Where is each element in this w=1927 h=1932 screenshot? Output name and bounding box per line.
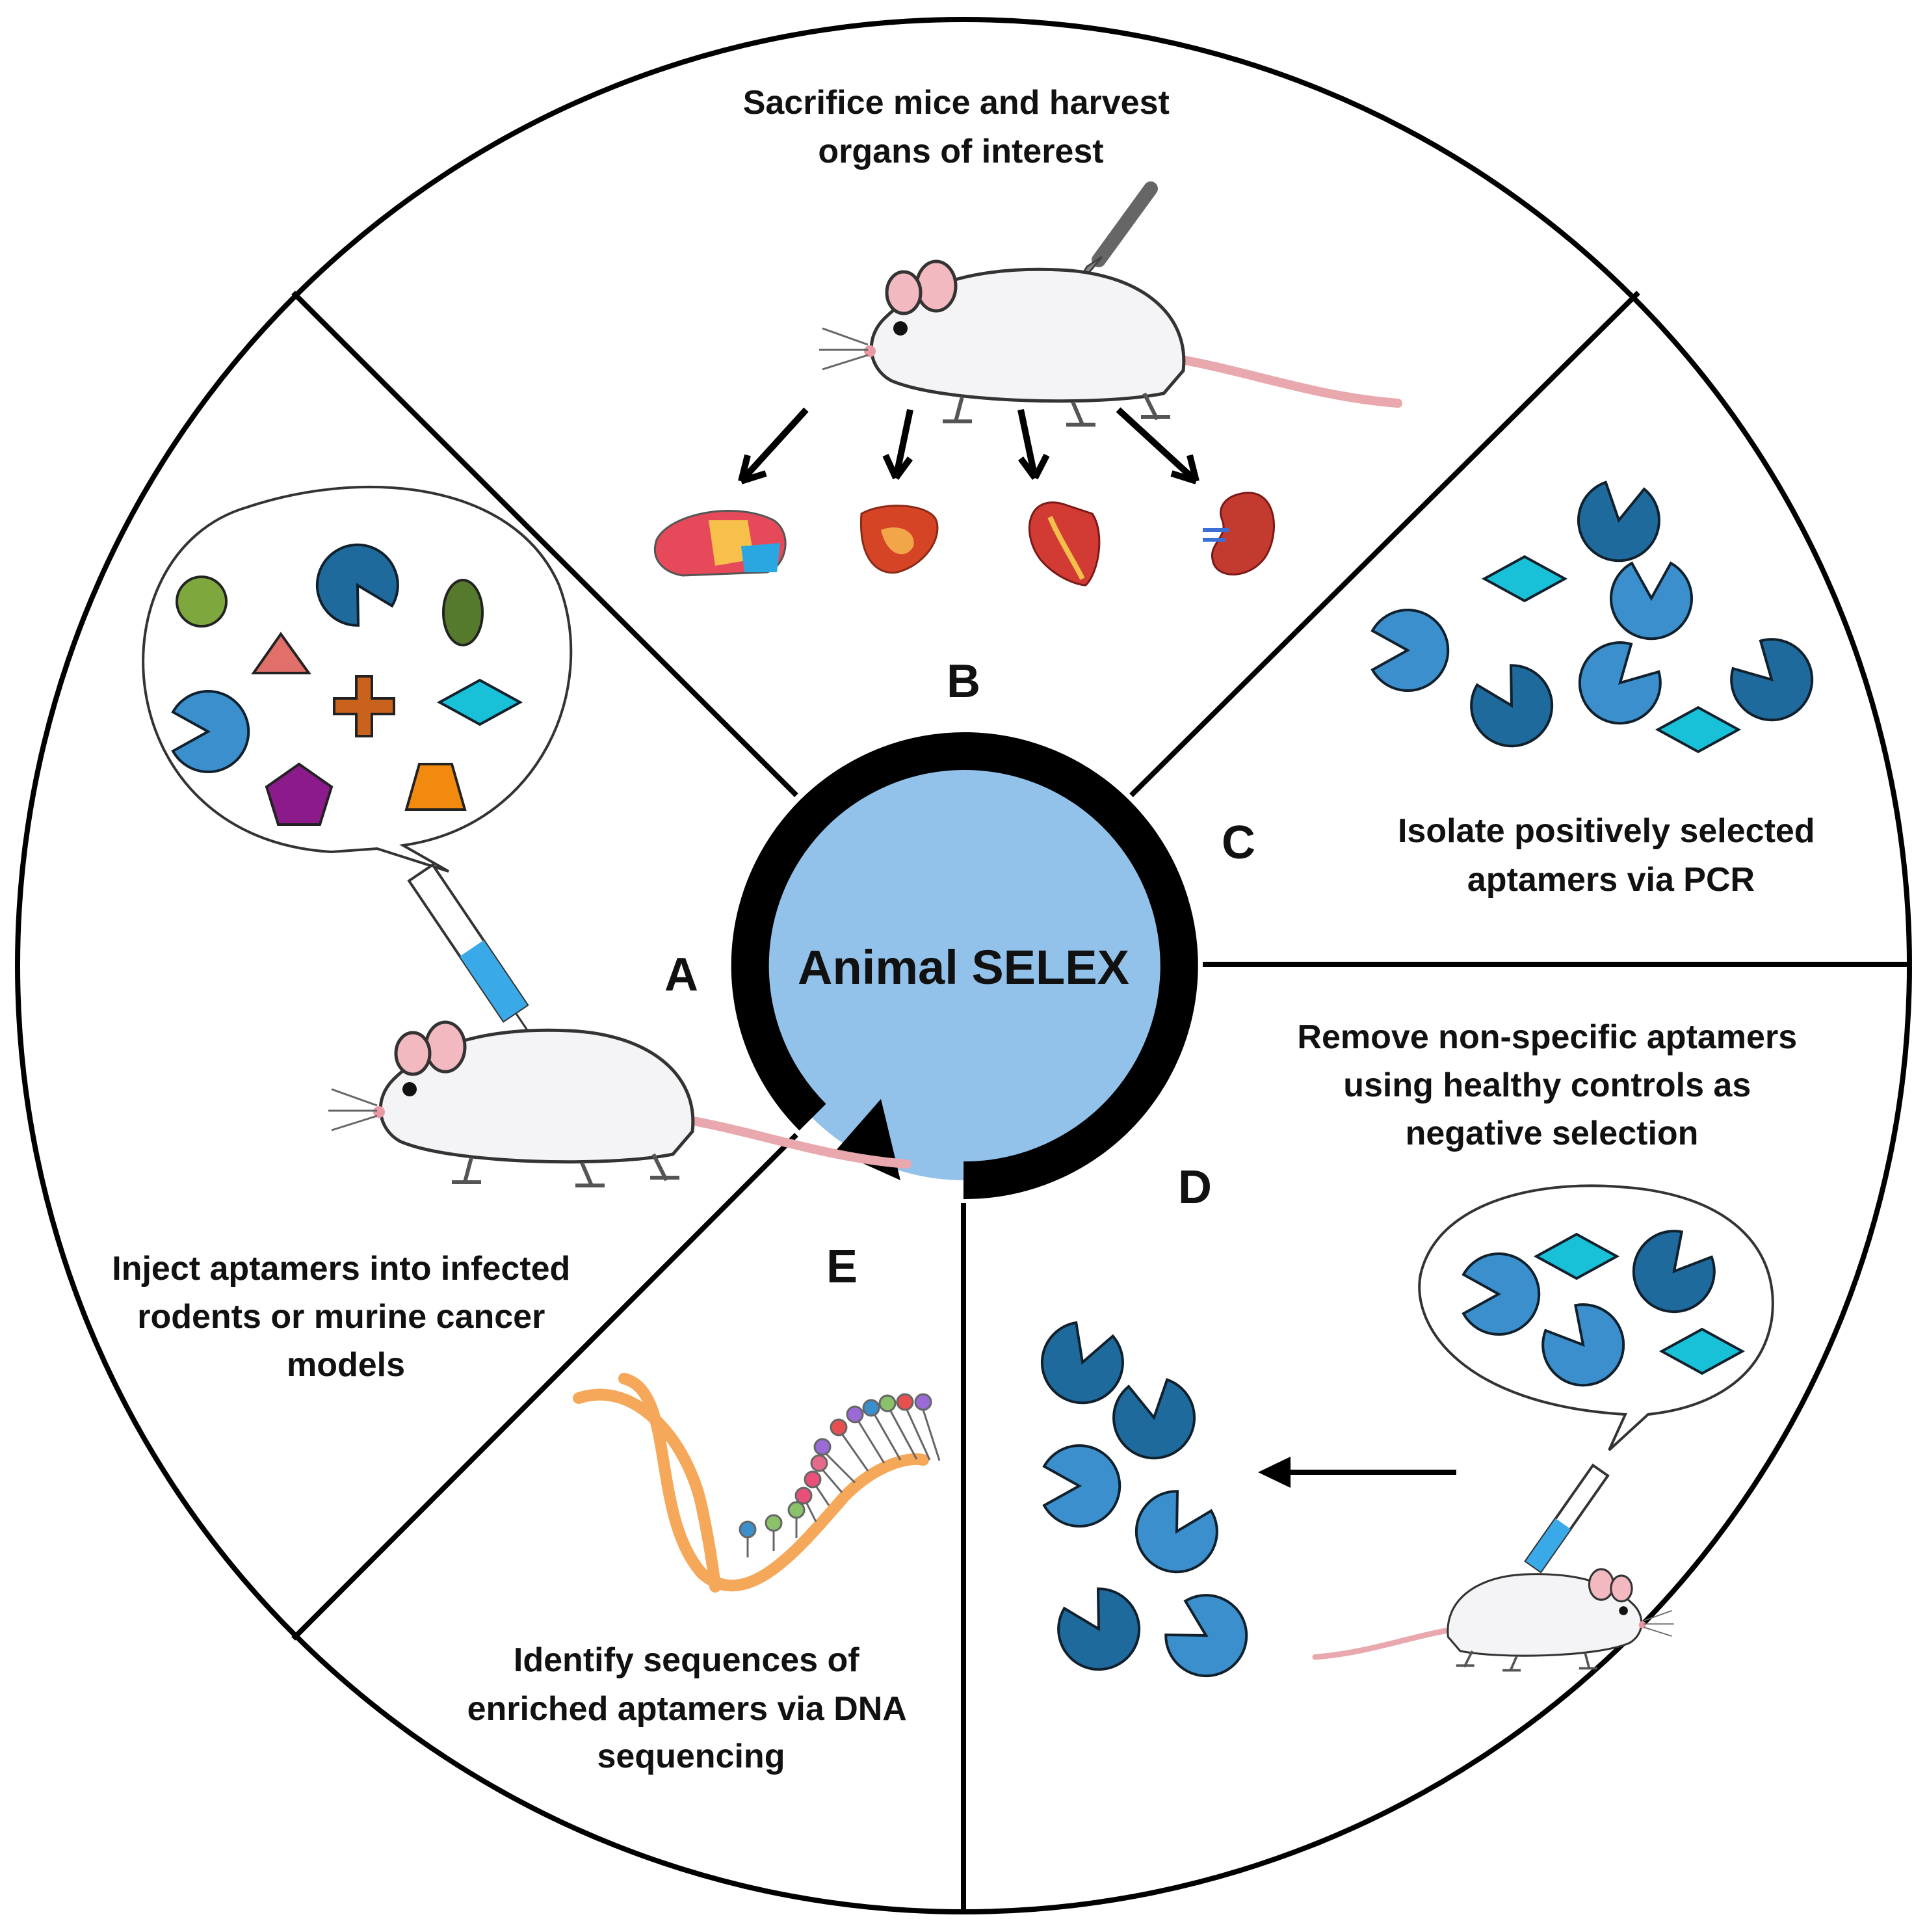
divider-b-c: [1129, 291, 1640, 797]
step-b: Sacrifice mice and harvest organs of int…: [653, 84, 1398, 587]
center-hub: Animal SELEX: [731, 732, 1198, 1200]
liver-organ-icon: [859, 505, 939, 574]
step-letter-b: B: [947, 655, 980, 708]
green-ellipse-molecule: [442, 579, 484, 646]
pentagon-molecule: [265, 762, 334, 826]
divider-e-a: [291, 1133, 798, 1641]
center-title: Animal SELEX: [798, 940, 1129, 994]
step-letter-a: A: [664, 949, 698, 1001]
step-b-text: Sacrifice mice and harvest organs of int…: [743, 84, 1179, 170]
step-e: Identify sequences of enriched aptamers …: [467, 1373, 941, 1775]
step-letter-d: D: [1178, 1161, 1212, 1213]
brain-organ-icon: [653, 510, 787, 577]
step-d-text: Remove non-specific aptamers using healt…: [1297, 1018, 1806, 1152]
selection-arrow: [1258, 1457, 1456, 1488]
step-a-text: Inject aptamers into infected rodents or…: [112, 1250, 580, 1384]
kidney-organ-icon: [1203, 492, 1276, 576]
green-circle-molecule: [176, 576, 228, 628]
cycle-ring-arrow: [731, 732, 1198, 1200]
syringe-icon: [1524, 1463, 1610, 1574]
harvest-arrows: [738, 407, 1199, 484]
dna-strand-icon: [573, 1373, 929, 1593]
trapezoid-molecule: [404, 763, 467, 811]
step-d: Remove non-specific aptamers using healt…: [1029, 1018, 1806, 1692]
heart-organ-icon: [1028, 501, 1101, 587]
arrow-to-liver: [882, 408, 913, 480]
step-letter-e: E: [826, 1241, 858, 1293]
step-c-text: Isolate positively selected aptamers via…: [1398, 812, 1824, 899]
center-circle: [749, 751, 1178, 1180]
step-a: Inject aptamers into infected rodents or…: [112, 485, 907, 1384]
arrow-to-kidney: [1116, 407, 1199, 484]
divider-a-b: [291, 291, 798, 797]
syringe-icon: [407, 863, 531, 1035]
cross-molecule: [333, 675, 395, 737]
step-c: Isolate positively selected aptamers via…: [1371, 477, 1829, 899]
triangle-molecule: [251, 631, 311, 674]
step-e-text: Identify sequences of enriched aptamers …: [467, 1641, 915, 1775]
arrow-to-brain: [738, 407, 809, 484]
arrow-to-heart: [1017, 408, 1050, 480]
step-letter-c: C: [1222, 817, 1255, 869]
nucleotide-marks: [739, 1393, 941, 1557]
